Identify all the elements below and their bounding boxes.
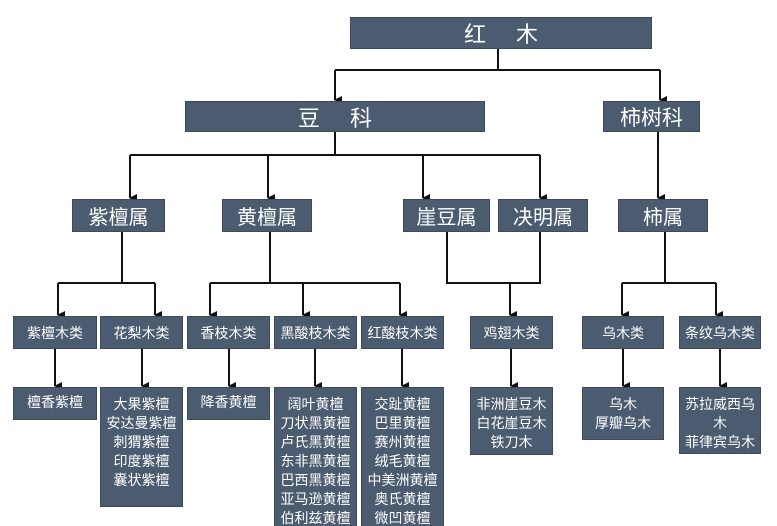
species-item: 卢氏黑黄檀 — [280, 435, 351, 451]
species-item: 檀香紫檀 — [27, 395, 83, 411]
genus-node: 决明属 — [498, 199, 588, 232]
species-list: 大果紫檀安达曼紫檀刺猬紫檀印度紫檀囊状紫檀 — [100, 387, 183, 507]
species-list: 交趾黄檀巴里黄檀赛州黄檀绒毛黄檀中美洲黄檀奥氏黄檀微凹黄檀 — [361, 387, 444, 526]
genus-node: 紫檀属 — [72, 199, 165, 232]
species-item: 白花崖豆木 — [476, 416, 547, 432]
species-list: 阔叶黄檀刀状黑黄檀卢氏黑黄檀东非黑黄檀巴西黑黄檀亚马逊黄檀伯利兹黄檀 — [274, 387, 357, 526]
species-item: 苏拉威西乌木 — [685, 397, 755, 432]
class-node: 花梨木类 — [100, 316, 183, 349]
class-node: 紫檀木类 — [13, 316, 97, 349]
species-item: 交趾黄檀 — [374, 397, 431, 413]
species-item: 奥氏黄檀 — [374, 492, 431, 508]
species-item: 厚瓣乌木 — [595, 416, 651, 432]
species-item: 刺猬紫檀 — [113, 435, 170, 451]
species-item: 绒毛黄檀 — [374, 454, 431, 470]
class-node: 香枝木类 — [187, 316, 270, 349]
class-node: 乌木类 — [582, 316, 664, 349]
genus-node: 黄檀属 — [222, 199, 312, 232]
species-item: 降香黄檀 — [200, 395, 257, 411]
species-list: 乌木厚瓣乌木 — [582, 387, 664, 440]
species-item: 印度紫檀 — [113, 454, 170, 470]
class-node: 条纹乌木类 — [679, 316, 761, 349]
class-node: 红酸枝木类 — [361, 316, 444, 349]
species-item: 大果紫檀 — [113, 397, 170, 413]
species-item: 菲律宾乌木 — [685, 435, 755, 451]
species-item: 巴里黄檀 — [374, 416, 431, 432]
family-node: 豆科 — [185, 101, 485, 132]
species-item: 巴西黑黄檀 — [280, 473, 351, 489]
species-list: 檀香紫檀 — [13, 387, 97, 420]
species-list: 降香黄檀 — [187, 387, 270, 420]
species-list: 非洲崖豆木白花崖豆木铁刀木 — [470, 387, 553, 455]
species-list: 苏拉威西乌木菲律宾乌木毛药乌木 — [679, 387, 761, 470]
species-item: 囊状紫檀 — [113, 473, 170, 489]
species-item: 刀状黑黄檀 — [280, 416, 351, 432]
species-item: 阔叶黄檀 — [287, 397, 344, 413]
species-item: 东非黑黄檀 — [280, 454, 351, 470]
species-item: 乌木 — [609, 397, 637, 413]
class-node: 鸡翅木类 — [470, 316, 553, 349]
species-item: 安达曼紫檀 — [106, 416, 177, 432]
class-node: 黑酸枝木类 — [274, 316, 357, 349]
species-item: 赛州黄檀 — [374, 435, 431, 451]
species-item: 微凹黄檀 — [374, 511, 431, 526]
species-item: 伯利兹黄檀 — [280, 511, 351, 526]
family-node: 柿树科 — [603, 101, 700, 132]
species-item: 铁刀木 — [490, 435, 533, 451]
species-item: 非洲崖豆木 — [476, 397, 547, 413]
species-item: 毛药乌木 — [692, 454, 748, 470]
species-item: 中美洲黄檀 — [367, 473, 438, 489]
genus-node: 崖豆属 — [403, 199, 490, 232]
genus-node: 柿属 — [618, 199, 708, 232]
root-node: 红木 — [350, 17, 652, 49]
species-item: 亚马逊黄檀 — [280, 492, 351, 508]
